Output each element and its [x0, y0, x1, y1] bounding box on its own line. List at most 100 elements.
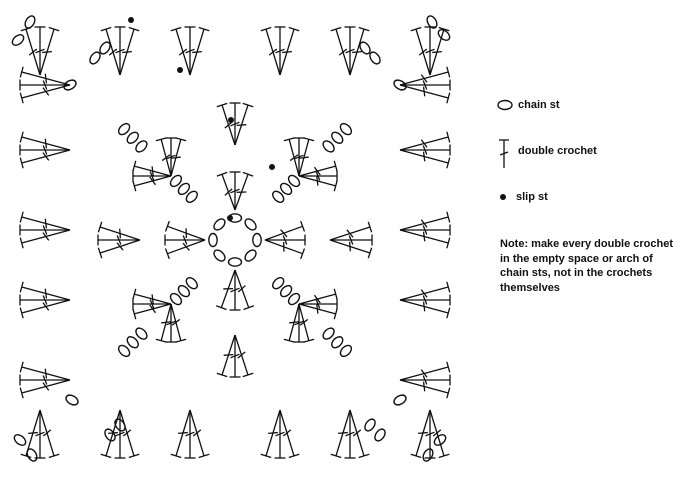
- round2-corner-chain: [177, 182, 191, 196]
- outer-edge-dc: [400, 224, 451, 236]
- outer-edge-dc: [170, 409, 191, 459]
- slip-stitch-icon: [500, 194, 506, 200]
- outer-corner-chain: [393, 394, 407, 406]
- center-slip-stitch: [227, 215, 233, 221]
- round2-dc: [293, 304, 305, 343]
- center-ring-chain: [244, 249, 257, 262]
- outer-edge-dc: [189, 409, 210, 459]
- outer-edge-dc: [429, 409, 450, 459]
- round2-corner-chain: [287, 292, 301, 306]
- round3-slip-stitch: [228, 117, 234, 123]
- outer-edge-dc: [170, 26, 191, 76]
- outer-edge-dc: [344, 410, 356, 459]
- crochet-granny-square-diagram: [11, 15, 451, 462]
- round3-dc: [229, 335, 241, 378]
- round3-corner-chain: [126, 336, 139, 349]
- round2-dc: [298, 303, 338, 320]
- round2-slip-stitch: [269, 164, 275, 170]
- round2-dc: [293, 137, 305, 176]
- round2-dc: [298, 288, 338, 305]
- round2-dc: [132, 298, 171, 310]
- round2-corner-chain: [169, 174, 183, 188]
- legend-double: double crochet: [496, 139, 597, 168]
- outer-edge-dc: [119, 409, 140, 459]
- round2-dc: [170, 303, 187, 343]
- round2-corner-chain: [287, 174, 301, 188]
- round1-dc: [164, 220, 206, 241]
- round3-corner-chain: [322, 140, 335, 153]
- round2-dc: [283, 137, 300, 177]
- round3-dc: [329, 239, 373, 259]
- round3-dc: [97, 234, 140, 246]
- chain-stitch-icon: [497, 99, 513, 111]
- round3-corner-chain: [135, 140, 148, 153]
- legend-slip: slip st: [496, 186, 548, 208]
- round2-corner-chain: [169, 292, 183, 306]
- center-ring-chain: [213, 218, 226, 231]
- outer-edge-dc: [114, 26, 126, 75]
- outer-edge-dc: [20, 409, 41, 459]
- center-ring-chain: [252, 232, 262, 248]
- round2-dc: [155, 137, 172, 177]
- round2-dc: [298, 137, 315, 177]
- round3-corner-chain: [339, 344, 353, 358]
- round3-corner-chain: [135, 327, 148, 340]
- round3-dc: [329, 221, 373, 241]
- outer-corner-chain: [359, 41, 371, 55]
- round1-dc: [229, 171, 241, 210]
- outer-corner-chain: [426, 15, 438, 29]
- round1-dc: [234, 171, 254, 211]
- outer-corner-chain: [369, 51, 381, 65]
- round5-slip-stitch: [128, 17, 134, 23]
- outer-edge-dc: [19, 144, 70, 156]
- outer-edge-dc: [19, 294, 70, 306]
- round3-dc: [234, 102, 254, 146]
- round3-dc: [234, 334, 254, 378]
- outer-edge-dc: [39, 26, 60, 76]
- outer-corner-chain: [89, 51, 101, 65]
- outer-edge-dc: [279, 26, 300, 76]
- outer-edge-dc: [19, 299, 71, 319]
- outer-edge-dc: [399, 361, 451, 381]
- outer-edge-dc: [399, 229, 451, 249]
- round3-corner-chain: [331, 336, 344, 349]
- round3-dc: [97, 239, 141, 259]
- outer-edge-dc: [330, 26, 351, 76]
- round3-corner-chain: [117, 122, 131, 136]
- legend-slip-label: slip st: [516, 191, 548, 203]
- round3-dc: [216, 102, 236, 146]
- outer-corner-chain: [433, 434, 447, 446]
- outer-corner-chain: [104, 428, 116, 442]
- round3-dc: [97, 221, 141, 241]
- round2-corner-chain: [272, 190, 285, 203]
- round1-dc: [265, 234, 306, 246]
- outer-edge-dc: [400, 79, 451, 91]
- round1-dc: [216, 171, 236, 211]
- outer-edge-dc: [19, 374, 70, 386]
- outer-edge-dc: [399, 149, 451, 169]
- outer-edge-dc: [19, 379, 71, 399]
- outer-edge-dc: [19, 224, 70, 236]
- outer-corner-chain: [24, 15, 36, 29]
- outer-edge-dc: [19, 211, 71, 231]
- round2-dc: [283, 303, 300, 343]
- round2-dc: [165, 304, 177, 343]
- double-crochet-icon: [499, 139, 509, 168]
- round2-dc: [165, 137, 177, 176]
- outer-edge-dc: [260, 409, 281, 459]
- outer-corner-chain: [26, 448, 38, 462]
- outer-edge-dc: [19, 281, 71, 301]
- round2-dc: [299, 170, 338, 182]
- round1-dc: [164, 234, 205, 246]
- round2-dc: [298, 175, 338, 192]
- round3-dc: [216, 334, 236, 378]
- legend-chain: chain st: [496, 94, 560, 116]
- round3-corner-chain: [117, 344, 131, 358]
- outer-edge-dc: [19, 361, 71, 381]
- outer-edge-dc: [34, 410, 46, 459]
- outer-corner-chain: [364, 418, 376, 432]
- round4-slip-stitch: [177, 67, 183, 73]
- outer-edge-dc: [429, 26, 450, 76]
- round2-dc: [132, 288, 172, 305]
- round2-dc: [132, 175, 172, 192]
